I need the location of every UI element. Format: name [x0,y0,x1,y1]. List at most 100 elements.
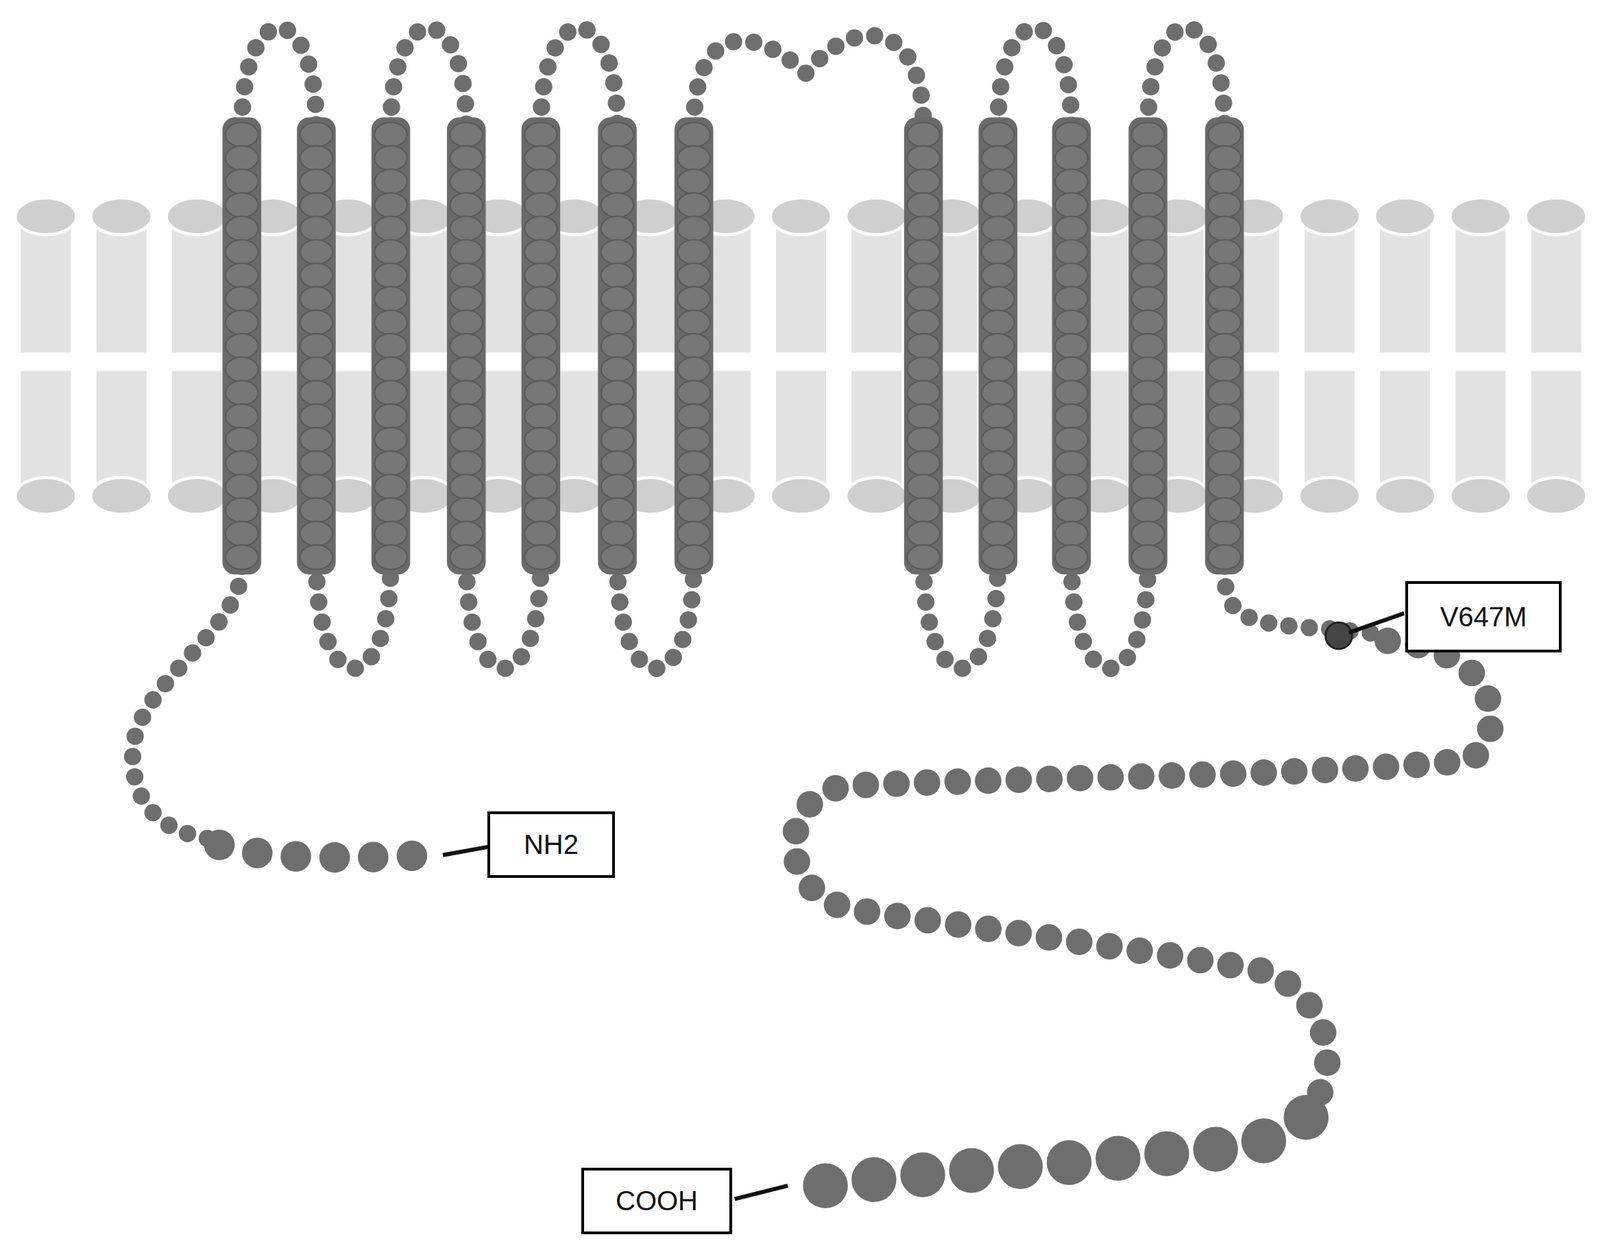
residue [1055,451,1088,476]
residue [300,333,334,359]
residue [1055,404,1088,430]
residue [1207,263,1241,288]
residue [677,310,711,336]
residue [981,380,1015,406]
lipid-tail [850,216,903,355]
residue [1055,146,1088,171]
residue [906,333,940,359]
residue [1131,521,1165,547]
helix [446,117,487,575]
residue [906,380,940,406]
residue [1055,286,1088,312]
residue [225,216,259,242]
residue [601,286,635,312]
residue [677,263,711,288]
residue [601,427,635,453]
residue [374,263,408,288]
residue [1131,427,1165,453]
residue [225,451,259,476]
residue [524,216,558,242]
residue [1207,216,1241,242]
box-label: V647M [1440,603,1528,631]
residue [449,498,483,524]
residue [300,239,334,265]
residue [300,451,334,476]
residue [524,333,558,359]
residue [225,521,259,547]
residue [374,521,408,547]
residue [374,310,408,336]
residue [225,498,259,524]
residue [1131,498,1165,524]
residue [524,427,558,453]
lipid-tail [1378,216,1432,355]
residue [524,521,558,547]
residue [524,239,558,265]
residue [677,427,711,453]
residue [1131,192,1165,218]
residue [1131,474,1165,500]
residue [1055,239,1088,265]
residue [906,216,940,242]
residue [524,192,558,218]
residue [677,122,711,148]
residue [601,380,635,406]
residue [906,192,940,218]
residue [1055,474,1088,500]
residue [1207,357,1241,382]
residue [300,286,334,312]
residue [981,192,1015,218]
residue [1207,498,1241,524]
residue [906,263,940,288]
residue [1131,122,1165,148]
lipid-head [1374,198,1436,236]
residue [449,451,483,476]
residue [1131,239,1165,265]
helix [521,117,561,575]
residue [906,498,940,524]
residue [225,427,259,453]
residue [981,169,1015,195]
residue [449,544,483,570]
residue [677,239,711,265]
residue [300,498,334,524]
residue [1055,357,1088,382]
residue [449,263,483,288]
lipid-head [15,198,77,236]
residue [449,310,483,336]
residue [1131,333,1165,359]
residue [225,310,259,336]
residue [601,498,635,524]
residue [1207,169,1241,195]
residue [1055,122,1088,148]
residue [374,239,408,265]
residue [449,427,483,453]
residue [524,169,558,195]
residue [906,122,940,148]
residue [300,192,334,218]
residue [449,146,483,171]
residue [906,451,940,476]
residue [601,310,635,336]
residue [1207,404,1241,430]
residue [449,333,483,359]
residue [449,380,483,406]
residue [374,474,408,500]
residue [449,169,483,195]
residue [374,357,408,382]
lipid-head [1374,477,1436,515]
residue [449,239,483,265]
helix [904,117,944,575]
label-box: NH2 [487,811,615,879]
residue [449,216,483,242]
residue [374,427,408,453]
residue [981,498,1015,524]
residue [1207,239,1241,265]
residue [906,427,940,453]
residue [1207,192,1241,218]
residue [524,474,558,500]
residue [300,122,334,148]
residue [1207,474,1241,500]
residue [677,380,711,406]
